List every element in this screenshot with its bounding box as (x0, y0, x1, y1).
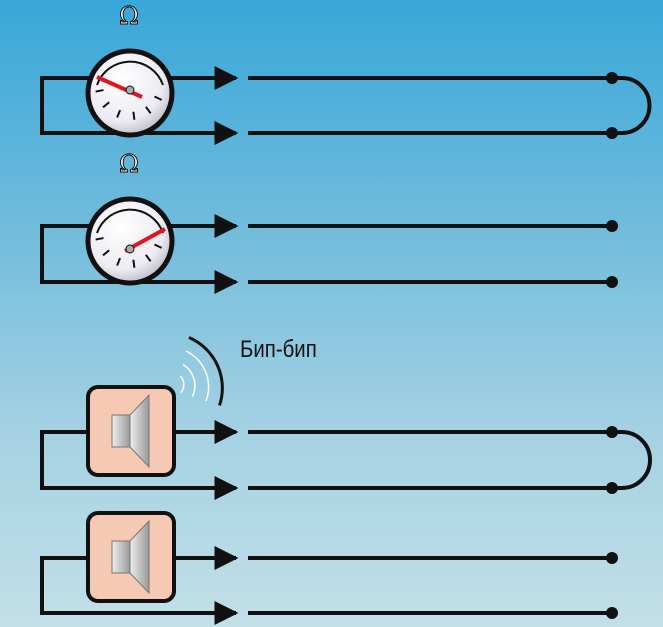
speaker-cone (129, 519, 150, 595)
scale-tick (116, 109, 121, 118)
ohmmeter-icon (85, 48, 175, 138)
wire-return (40, 430, 239, 500)
circuit (40, 196, 618, 294)
scale-tick (95, 237, 104, 241)
needle (96, 75, 143, 99)
scale-tick (132, 259, 136, 268)
scale-tick (102, 101, 110, 109)
scale-arc (96, 60, 164, 86)
speaker-cone (129, 393, 150, 469)
terminal-dot (606, 607, 618, 619)
ohmmeter-icon (85, 196, 175, 286)
needle-pivot (125, 85, 135, 95)
loop-jumper (612, 430, 652, 490)
scale-tick (95, 89, 104, 93)
scale-tick (132, 111, 136, 120)
sound-wave (188, 336, 224, 406)
scale-tick (102, 249, 110, 257)
sound-wave (185, 350, 210, 402)
scale-tick (116, 257, 121, 266)
terminal-dot (606, 220, 618, 232)
circuit (40, 336, 652, 500)
ohm-symbol: Ω (119, 2, 140, 31)
terminal-dot (606, 276, 618, 288)
scale-arc (96, 208, 164, 234)
speaker-icon (86, 336, 224, 477)
scale-tick (145, 254, 152, 262)
speaker-icon (86, 511, 176, 603)
loop-jumper (612, 76, 652, 135)
dial (85, 196, 175, 286)
wire-return (40, 556, 239, 625)
sound-wave (182, 363, 196, 397)
ohm-symbol: Ω (119, 150, 140, 179)
scale-tick (154, 95, 163, 101)
terminal-dot (606, 552, 618, 564)
needle-pivot (125, 244, 135, 254)
scale-tick (154, 243, 163, 249)
circuit (40, 48, 652, 145)
sound-wave (179, 375, 185, 394)
speaker-magnet (111, 540, 131, 574)
speaker-magnet (111, 414, 131, 448)
beep-label: Бип-бип (240, 336, 317, 363)
circuit (40, 511, 618, 625)
scale-tick (145, 106, 152, 114)
